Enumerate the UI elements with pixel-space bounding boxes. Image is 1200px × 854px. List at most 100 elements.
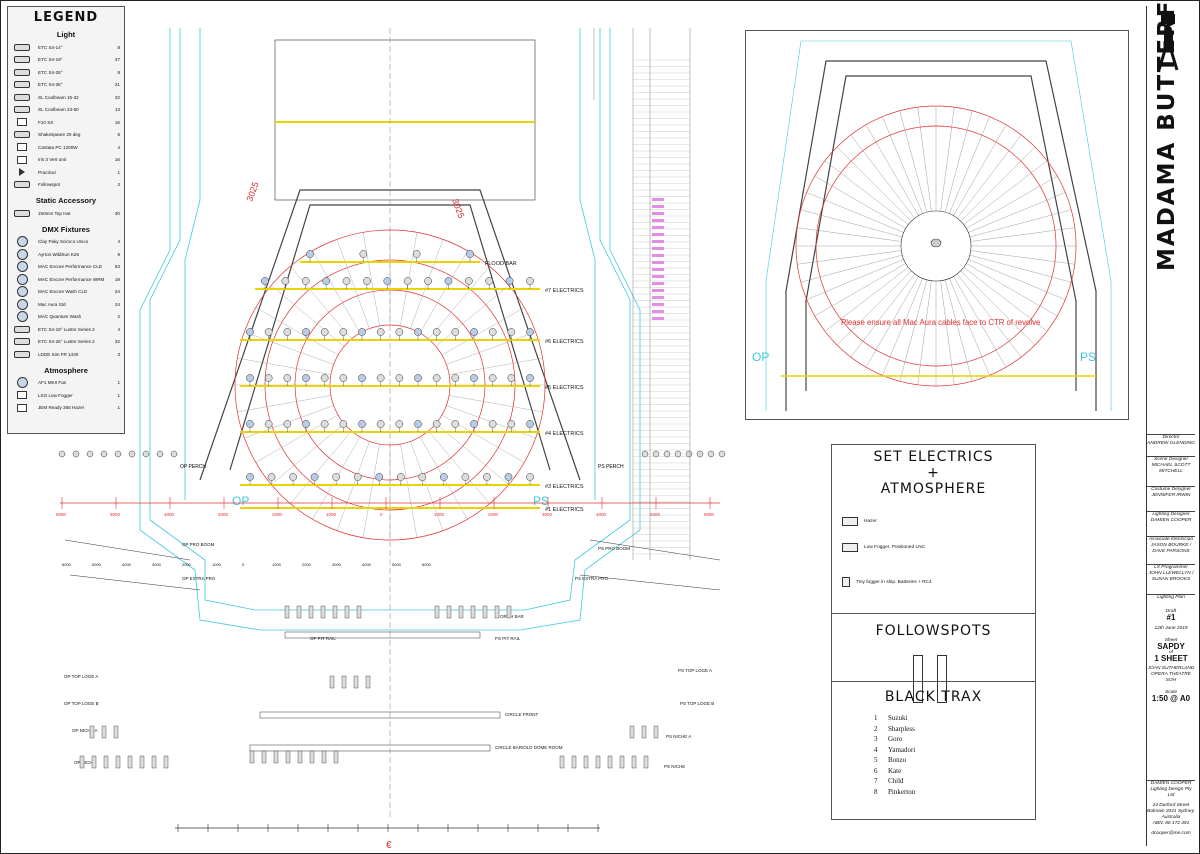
fixture-icon	[283, 328, 292, 336]
position-label: OP PERCH	[180, 464, 206, 470]
fixture-icon	[308, 605, 314, 619]
fixture-icon	[329, 675, 335, 689]
scale-tick-label: 6000	[56, 512, 67, 517]
fixture-icon	[466, 250, 474, 258]
upper-stage-rect	[274, 39, 536, 201]
profile-fixture-icon	[12, 81, 32, 89]
fixture-icon	[607, 755, 613, 769]
scale-tick-label: 4000	[122, 562, 132, 567]
fixture-icon	[163, 755, 169, 769]
fixture-icon	[470, 605, 476, 619]
scale-tick-label: 1000	[434, 512, 445, 517]
legend-item-label: ETC S4-14°	[38, 44, 63, 50]
inset-note: Please ensure all Mac Aura cables face t…	[841, 318, 1040, 327]
fixture-icon	[707, 450, 715, 458]
legend-item-qty: 1	[117, 169, 120, 175]
fixture-icon	[89, 725, 95, 739]
legend-item-qty: 8	[117, 69, 120, 75]
fixture-icon	[79, 755, 85, 769]
legend-item-label: ETC S4-36°	[38, 82, 63, 88]
moving-head-icon	[12, 236, 32, 248]
profile-fixture-icon	[12, 56, 32, 64]
fixture-icon	[376, 420, 385, 428]
fixture-icon	[344, 605, 350, 619]
fixture-icon	[424, 277, 432, 285]
fixture-icon	[114, 450, 122, 458]
fixture-icon	[170, 450, 178, 458]
fixture-icon	[631, 755, 637, 769]
fixture-icon	[483, 473, 491, 481]
fixture-icon	[432, 374, 441, 382]
moving-head-icon	[12, 286, 32, 298]
fixture-icon	[412, 250, 421, 258]
fixture-icon	[302, 420, 310, 428]
fixture-icon	[353, 675, 359, 689]
camera-operator-logo-icon	[1157, 14, 1179, 71]
fixtures-layer	[58, 250, 726, 485]
fixture-icon	[414, 328, 422, 336]
legend-item-label: Cantata PC 1200W	[38, 144, 78, 150]
hazer-note: Hazer	[842, 517, 877, 526]
position-label: PS PIT RAIL	[495, 636, 521, 641]
legend-item-qty: 9	[117, 251, 120, 257]
legend-item-qty: 22	[114, 94, 120, 100]
legend-item-qty: 4	[117, 144, 120, 150]
fixture-icon	[559, 755, 565, 769]
fixture-icon	[685, 450, 693, 458]
fixture-icon	[128, 450, 136, 458]
fixture-icon	[320, 605, 326, 619]
company-details: DAMIEN COOPER Lighting Design Pty Ltd 24…	[1147, 780, 1195, 836]
fogger-icon	[12, 391, 32, 400]
scale-tick-label: 2000	[488, 512, 499, 517]
fixture-icon	[103, 755, 109, 769]
fixture-icon	[91, 755, 97, 769]
fixture-icon	[461, 473, 470, 481]
scale-tick-label: 3000	[152, 562, 162, 567]
position-label: PS PERCH	[598, 464, 624, 470]
scale-tick-label: 5000	[392, 562, 402, 567]
scale-tick-label: 6000	[704, 512, 715, 517]
moving-head-icon	[12, 261, 32, 273]
legend-section-title: Atmosphere	[44, 365, 88, 375]
legend-item-label: 150mm Top Hat	[38, 210, 71, 216]
legend-item-label: AF1 MKII Fan	[38, 380, 67, 386]
scale-tick-label: 0	[242, 562, 245, 567]
profile-fixture-icon	[12, 93, 32, 101]
fixture-icon	[507, 420, 516, 428]
fixture-icon	[494, 605, 500, 619]
position-label: OP EXTRA PRO	[182, 576, 216, 581]
fixture-icon	[156, 450, 164, 458]
fixture-icon	[281, 277, 290, 285]
hazer-icon	[842, 517, 858, 526]
legend-item-qty: 37	[114, 57, 120, 63]
set-electrics-panel: SET ELECTRICS + ATMOSPHERE Hazer Low Fog…	[831, 444, 1036, 820]
fixture-icon	[306, 250, 314, 258]
followspot-right-icon	[937, 655, 947, 703]
legend-item-label: ETC S4-26° Lustre Series 2	[38, 339, 95, 345]
position-label: PS TOP LOGE A	[678, 668, 712, 673]
tiny-fogger-note: Tiny fogger in ship. Batteries + RC4	[842, 577, 932, 587]
position-label: #1 ELECTRICS	[545, 507, 584, 513]
dimension-label-right: 3025	[450, 197, 466, 219]
profile-fixture-icon	[12, 338, 32, 346]
fixture-icon	[434, 605, 440, 619]
fixture-icon	[376, 374, 385, 382]
position-label: PS NICHE A	[666, 734, 691, 739]
fixture-icon	[526, 277, 534, 285]
